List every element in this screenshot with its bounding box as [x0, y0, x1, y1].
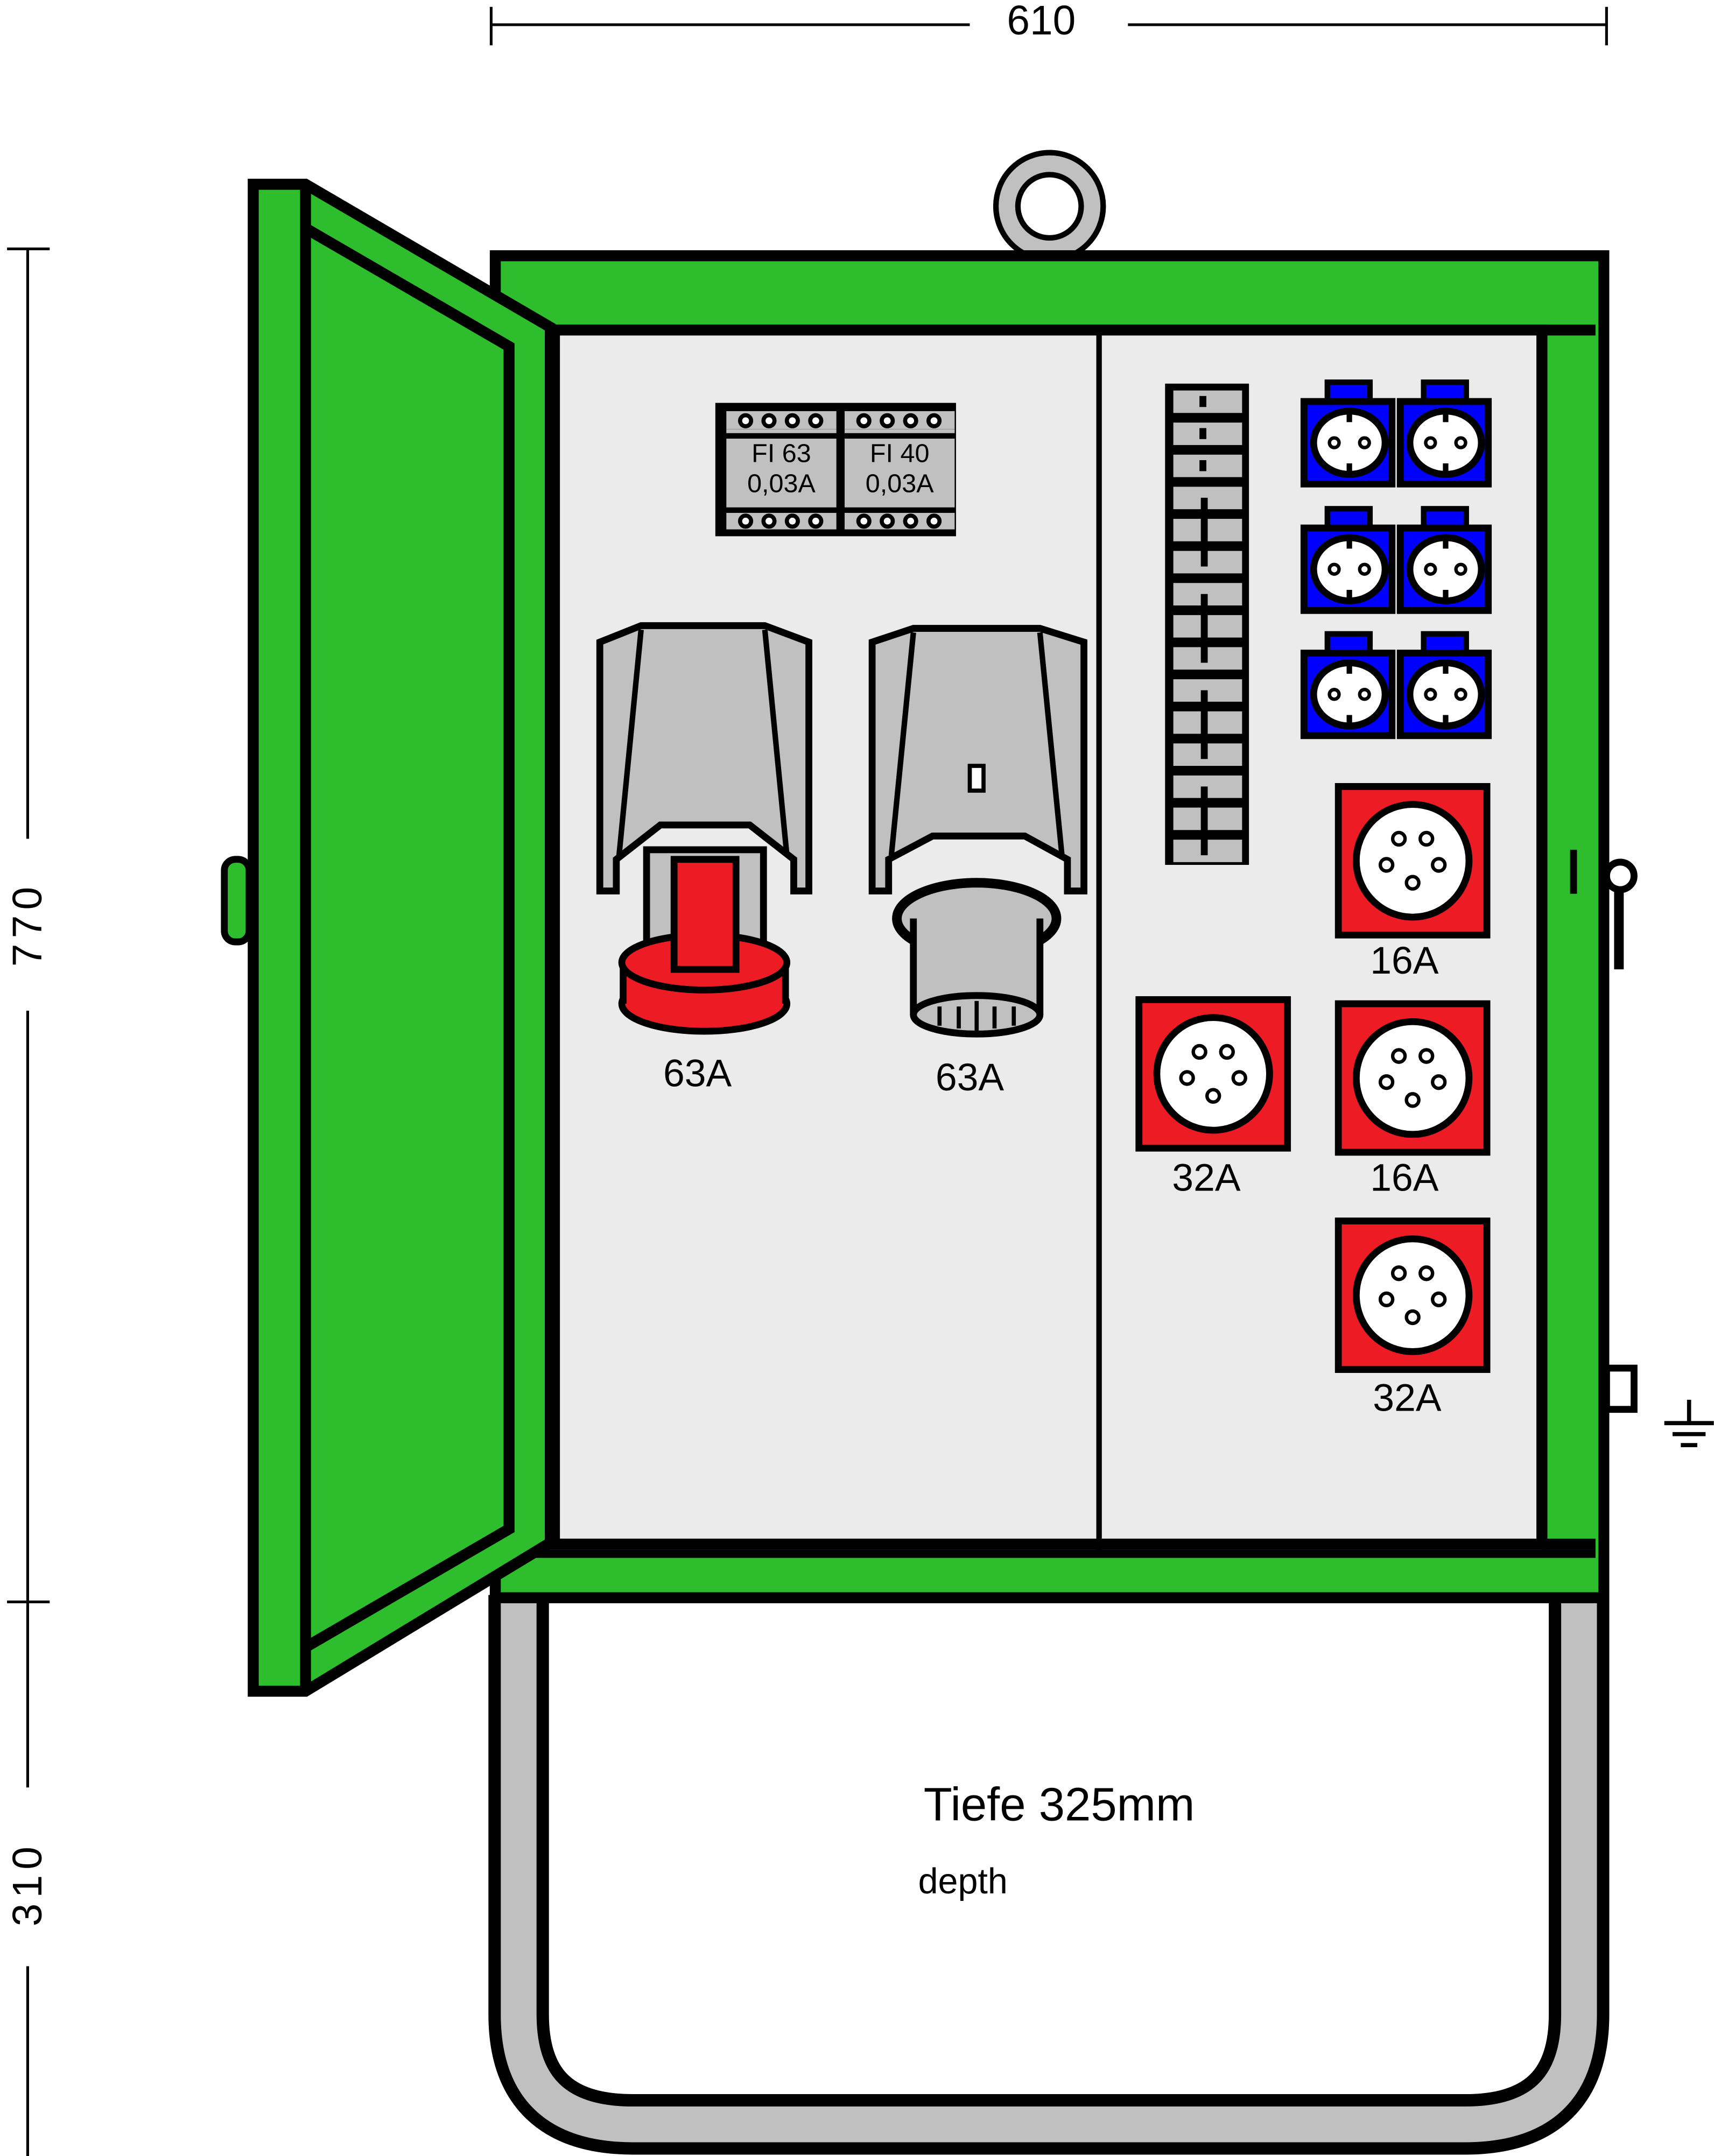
pin-icon — [1378, 1291, 1395, 1308]
mcb-slot — [1173, 390, 1242, 413]
rcd-name: FI 40 — [870, 439, 930, 468]
pin-icon — [1418, 830, 1435, 847]
schuko-socket[interactable] — [1396, 379, 1492, 488]
pin-icon — [1431, 1074, 1447, 1090]
pin-icon — [1431, 857, 1447, 873]
terminal-icon — [761, 513, 777, 529]
width-dimension — [489, 6, 1608, 46]
mcb-column — [1165, 383, 1249, 865]
rcd-name: FI 63 — [751, 439, 811, 468]
terminal-icon — [926, 513, 942, 529]
pin-icon — [1378, 857, 1395, 873]
schuko-socket[interactable] — [1396, 506, 1492, 614]
depth-label: Tiefe 325mm — [924, 1779, 1195, 1831]
mcb-toggle[interactable] — [1199, 396, 1206, 407]
terminal-icon — [738, 413, 754, 428]
terminal-icon — [761, 413, 777, 428]
terminal-icon — [784, 513, 800, 529]
terminal-icon — [856, 513, 872, 529]
pin-icon — [1390, 1265, 1407, 1281]
terminal-icon — [808, 413, 824, 428]
mcb-slot — [1173, 454, 1242, 477]
terminal-icon — [903, 513, 918, 529]
mcb-toggle[interactable] — [1199, 428, 1206, 439]
rcd-breaker[interactable]: FI 630,03A — [726, 411, 837, 530]
mcb-toggle[interactable] — [1200, 690, 1208, 759]
lock[interactable] — [1570, 849, 1638, 970]
pin-icon — [1231, 1070, 1247, 1086]
cee-socket-label: 32A — [1172, 1156, 1241, 1199]
pin-icon — [1378, 1074, 1395, 1090]
pin-icon — [1404, 1092, 1421, 1108]
cee-63a-socket[interactable] — [596, 622, 812, 1035]
cee-63a-plug[interactable] — [868, 625, 1087, 1038]
ground-icon — [1664, 1399, 1714, 1447]
pin-icon — [1418, 1048, 1435, 1064]
rcd-rating: 0,03A — [747, 469, 816, 498]
cee-socket-label: 16A — [1370, 1156, 1439, 1199]
terminal-icon — [808, 513, 824, 529]
door-handle[interactable] — [221, 856, 253, 946]
mcb-toggle[interactable] — [1200, 786, 1208, 856]
mcb-toggle[interactable] — [1199, 460, 1206, 471]
cee-63a-plug-label: 63A — [936, 1056, 1004, 1099]
pin-icon — [1219, 1044, 1235, 1060]
schuko-socket[interactable] — [1300, 379, 1396, 488]
schuko-socket[interactable] — [1300, 631, 1396, 739]
pin-icon — [1431, 1291, 1447, 1308]
mcb-toggle[interactable] — [1200, 497, 1208, 567]
rcd-rating: 0,03A — [866, 469, 934, 498]
terminal-icon — [880, 513, 895, 529]
hinge — [1603, 1364, 1638, 1413]
cee-socket-label: 32A — [1373, 1376, 1442, 1419]
terminal-icon — [856, 413, 872, 428]
pin-icon — [1390, 830, 1407, 847]
stand-height-label: 310 — [5, 1841, 51, 1927]
pin-icon — [1205, 1088, 1221, 1104]
cee-socket-label: 16A — [1370, 939, 1439, 982]
mcb-toggle[interactable] — [1200, 594, 1208, 663]
cabinet-door[interactable] — [248, 179, 556, 1697]
cee-socket-16A[interactable] — [1334, 783, 1491, 939]
terminal-icon — [880, 413, 895, 428]
height-dimension — [7, 247, 50, 2156]
pin-icon — [1191, 1044, 1207, 1060]
lifting-ring — [993, 150, 1106, 263]
cee-socket-16A[interactable] — [1334, 1000, 1491, 1156]
width-label: 610 — [1007, 0, 1076, 44]
stand-frame — [488, 1595, 1610, 2155]
pin-icon — [1390, 1048, 1407, 1064]
terminal-icon — [738, 513, 754, 529]
pin-icon — [1404, 875, 1421, 891]
pin-icon — [1418, 1265, 1435, 1281]
cee-socket-32A[interactable] — [1334, 1217, 1491, 1373]
cee-63a-socket-label: 63A — [663, 1052, 732, 1095]
pin-icon — [1404, 1309, 1421, 1326]
rcd-breaker[interactable]: FI 400,03A — [845, 411, 955, 530]
terminal-icon — [903, 413, 918, 428]
mcb-slot — [1173, 422, 1242, 445]
cee-socket-32A[interactable] — [1135, 996, 1291, 1152]
cabinet-height-label: 770 — [5, 882, 51, 967]
terminal-icon — [784, 413, 800, 428]
schuko-socket[interactable] — [1396, 631, 1492, 739]
depth-sublabel: depth — [918, 1862, 1008, 1901]
schuko-socket[interactable] — [1300, 506, 1396, 614]
terminal-icon — [926, 413, 942, 428]
pin-icon — [1179, 1070, 1195, 1086]
